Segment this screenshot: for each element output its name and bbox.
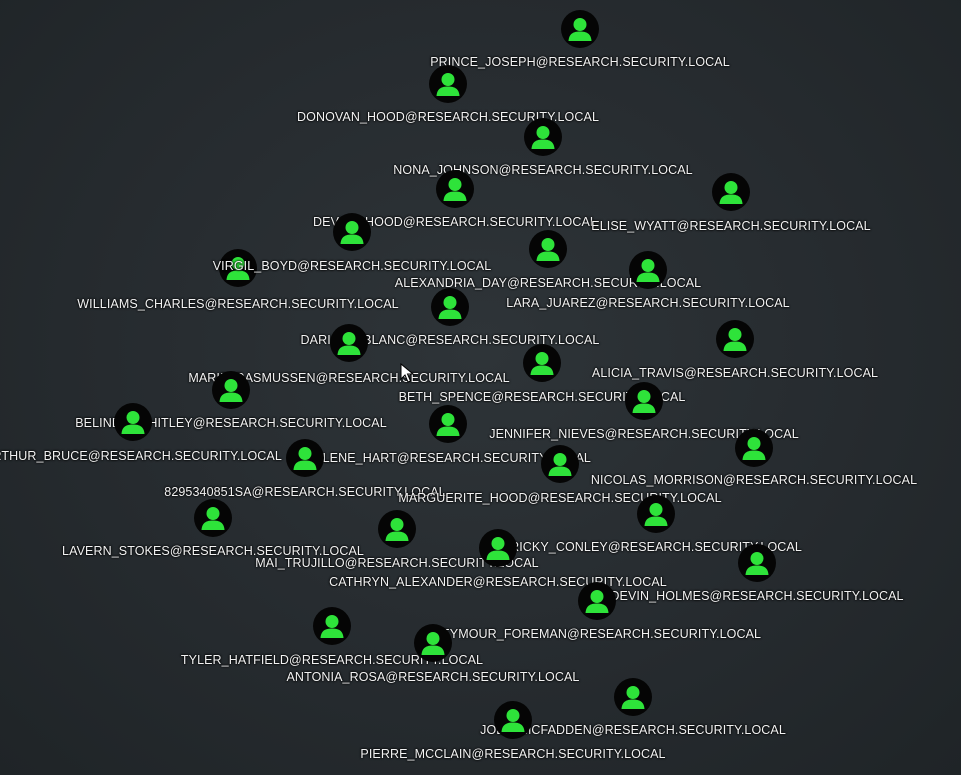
user-icon[interactable] [212, 371, 250, 409]
node-label[interactable]: DARIO_LEBLANC@RESEARCH.SECURITY.LOCAL [300, 333, 600, 347]
node-label[interactable]: WILLIAMS_CHARLES@RESEARCH.SECURITY.LOCAL [77, 297, 399, 311]
node-label[interactable]: JODY_MCFADDEN@RESEARCH.SECURITY.LOCAL [480, 723, 786, 737]
user-icon[interactable] [738, 544, 776, 582]
node-label[interactable]: NONA_JOHNSON@RESEARCH.SECURITY.LOCAL [393, 163, 693, 177]
user-icon[interactable] [431, 288, 469, 326]
user-icon[interactable] [625, 382, 663, 420]
node-label[interactable]: PRINCE_JOSEPH@RESEARCH.SECURITY.LOCAL [430, 55, 730, 69]
node-label[interactable]: CATHRYN_ALEXANDER@RESEARCH.SECURITY.LOCA… [329, 575, 667, 589]
node-label[interactable]: BELINDA_WHITLEY@RESEARCH.SECURITY.LOCAL [75, 416, 387, 430]
node-label[interactable]: LARA_JUAREZ@RESEARCH.SECURITY.LOCAL [506, 296, 790, 310]
user-icon[interactable] [614, 678, 652, 716]
node-label[interactable]: DONOVAN_HOOD@RESEARCH.SECURITY.LOCAL [296, 110, 600, 124]
node-label[interactable]: DEVON_HOOD@RESEARCH.SECURITY.LOCAL [313, 215, 597, 229]
user-icon[interactable] [529, 230, 567, 268]
user-icon[interactable] [313, 607, 351, 645]
user-icon[interactable] [436, 170, 474, 208]
node-label[interactable]: JENNIFER_NIEVES@RESEARCH.SECURITY.LOCAL [489, 427, 799, 441]
node-label[interactable]: RICKY_CONLEY@RESEARCH.SECURITY.LOCAL [510, 540, 802, 554]
user-icon[interactable] [219, 249, 257, 287]
node-label[interactable]: TYLER_HATFIELD@RESEARCH.SECURITY.LOCAL [180, 653, 484, 667]
user-icon[interactable] [494, 701, 532, 739]
user-icon[interactable] [286, 439, 324, 477]
user-icon[interactable] [429, 65, 467, 103]
node-label[interactable]: MARGUERITE_HOOD@RESEARCH.SECURITY.LOCAL [398, 491, 722, 505]
node-label[interactable]: ANTONIA_ROSA@RESEARCH.SECURITY.LOCAL [286, 670, 580, 684]
user-icon[interactable] [194, 499, 232, 537]
user-icon[interactable] [524, 118, 562, 156]
user-icon[interactable] [479, 529, 517, 567]
node-label[interactable]: ELISE_WYATT@RESEARCH.SECURITY.LOCAL [591, 219, 871, 233]
user-icon[interactable] [578, 582, 616, 620]
node-label[interactable]: ARLENE_HART@RESEARCH.SECURITY.LOCAL [305, 451, 591, 465]
user-icon[interactable] [716, 320, 754, 358]
node-label[interactable]: BETH_SPENCE@RESEARCH.SECURITY.LOCAL [398, 390, 686, 404]
node-label[interactable]: ALEXANDRIA_DAY@RESEARCH.SECURITY.LOCAL [394, 276, 702, 290]
user-icon[interactable] [637, 495, 675, 533]
node-label[interactable]: LAVERN_STOKES@RESEARCH.SECURITY.LOCAL [62, 544, 364, 558]
user-icon[interactable] [712, 173, 750, 211]
node-label[interactable]: DEVIN_HOLMES@RESEARCH.SECURITY.LOCAL [610, 589, 904, 603]
node-label[interactable]: ARTHUR_BRUCE@RESEARCH.SECURITY.LOCAL [0, 449, 282, 463]
user-icon[interactable] [330, 324, 368, 362]
node-label[interactable]: PIERRE_MCCLAIN@RESEARCH.SECURITY.LOCAL [360, 747, 666, 761]
node-label[interactable]: MAI_TRUJILLO@RESEARCH.SECURITY.LOCAL [255, 556, 539, 570]
node-label[interactable]: VIRGIL_BOYD@RESEARCH.SECURITY.LOCAL [212, 259, 492, 273]
user-icon[interactable] [561, 10, 599, 48]
user-icon[interactable] [429, 405, 467, 443]
user-icon[interactable] [523, 344, 561, 382]
node-label[interactable]: ALICIA_TRAVIS@RESEARCH.SECURITY.LOCAL [591, 366, 879, 380]
node-label[interactable]: 8295340851SA@RESEARCH.SECURITY.LOCAL [164, 485, 446, 499]
user-icon[interactable] [114, 403, 152, 441]
user-icon[interactable] [541, 445, 579, 483]
user-icon[interactable] [629, 251, 667, 289]
user-icon[interactable] [378, 510, 416, 548]
node-label[interactable]: SEYMOUR_FOREMAN@RESEARCH.SECURITY.LOCAL [432, 627, 762, 641]
user-icon[interactable] [414, 624, 452, 662]
node-label[interactable]: MARIE_RASMUSSEN@RESEARCH.SECURITY.LOCAL [188, 371, 510, 385]
user-icon[interactable] [735, 429, 773, 467]
node-label[interactable]: NICOLAS_MORRISON@RESEARCH.SECURITY.LOCAL [590, 473, 918, 487]
user-icon[interactable] [333, 213, 371, 251]
mouse-cursor-icon [400, 363, 414, 383]
